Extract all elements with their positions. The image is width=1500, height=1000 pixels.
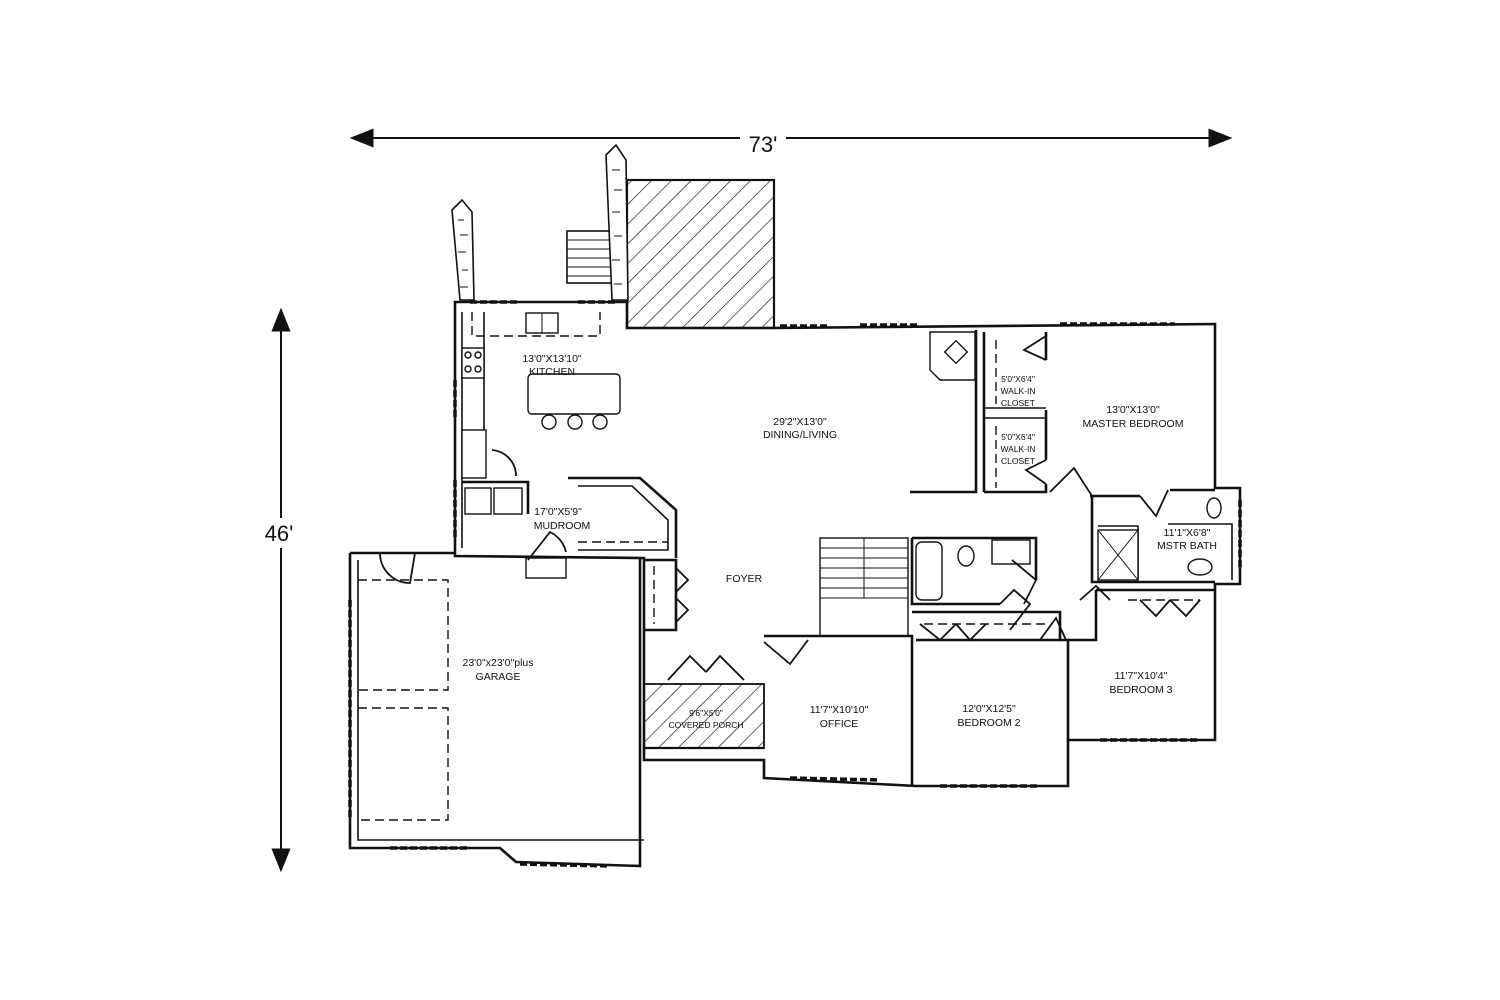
bedroom-3-size: 11'7"X10'4": [1115, 670, 1168, 682]
sink-icon: [1187, 558, 1213, 576]
covered-porch-size: 9'6"X5'0": [689, 708, 723, 718]
master-bedroom-name: MASTER BEDROOM: [1083, 418, 1184, 430]
stone-post-left: [451, 198, 475, 301]
kitchen-island: [527, 373, 621, 415]
interior-walls: [462, 330, 1233, 786]
closet-2-size: 5'0"X6'4": [1001, 432, 1035, 442]
bedroom-2-size: 12'0"X12'5": [962, 703, 1016, 715]
bedroom-2-name: BEDROOM 2: [957, 717, 1020, 729]
sink-icon: [991, 539, 1031, 565]
exterior-walls: [348, 300, 1242, 868]
closet-1-size: 5'0"X6'4": [1001, 374, 1035, 384]
height-dimension: 46': [258, 307, 304, 873]
garage-bays: [358, 579, 449, 821]
bathtub-icon: [915, 541, 943, 601]
closet-2-name: WALK-IN: [1000, 444, 1035, 454]
kitchen-name: KITCHEN: [529, 366, 575, 378]
height-label: 46': [265, 521, 294, 546]
dryer-icon: [493, 487, 523, 515]
toilet-icon: [957, 545, 975, 567]
room-labels: 13'0"X13'10" KITCHEN 29'2"X13'0" DINING/…: [462, 353, 1216, 730]
master-bedroom-size: 13'0"X13'0": [1106, 404, 1160, 416]
dining-living-name: DINING/LIVING: [763, 429, 837, 441]
mudroom-name: MUDROOM: [534, 520, 591, 532]
mstr-bath-name: MSTR BATH: [1157, 540, 1217, 552]
foyer-name: FOYER: [726, 573, 763, 585]
closet-1-name2: CLOSET: [1001, 398, 1035, 408]
mudroom-size: 17'0"X5'9": [534, 506, 582, 518]
office-name: OFFICE: [820, 718, 859, 730]
stone-post-right: [605, 143, 629, 301]
width-dimension: 73': [349, 128, 1233, 157]
windows: [348, 300, 1242, 868]
mstr-bath-size: 11'1"X6'8": [1164, 527, 1211, 539]
office-size: 11'7"X10'10": [810, 704, 869, 716]
kitchen-fixtures: [461, 312, 621, 479]
covered-porch-area: [643, 683, 765, 750]
bedroom-3-name: BEDROOM 3: [1109, 684, 1172, 696]
dining-living-size: 29'2"X13'0": [773, 416, 827, 428]
closet-1-name: WALK-IN: [1000, 386, 1035, 396]
garage-size: 23'0"x23'0"plus: [462, 657, 533, 669]
kitchen-size: 13'0"X13'10": [522, 353, 582, 365]
garage-name: GARAGE: [476, 671, 521, 683]
toilet-icon: [1206, 497, 1222, 519]
rear-deck: [566, 178, 776, 330]
closet-2-name2: CLOSET: [1001, 456, 1035, 466]
washer-icon: [464, 487, 492, 515]
fireplace-icon: [929, 331, 976, 381]
step-icon: [525, 557, 567, 579]
doors: [379, 335, 1201, 681]
covered-porch-name: COVERED PORCH: [668, 720, 743, 730]
refrigerator-icon: [461, 429, 487, 479]
width-label: 73': [749, 132, 778, 157]
